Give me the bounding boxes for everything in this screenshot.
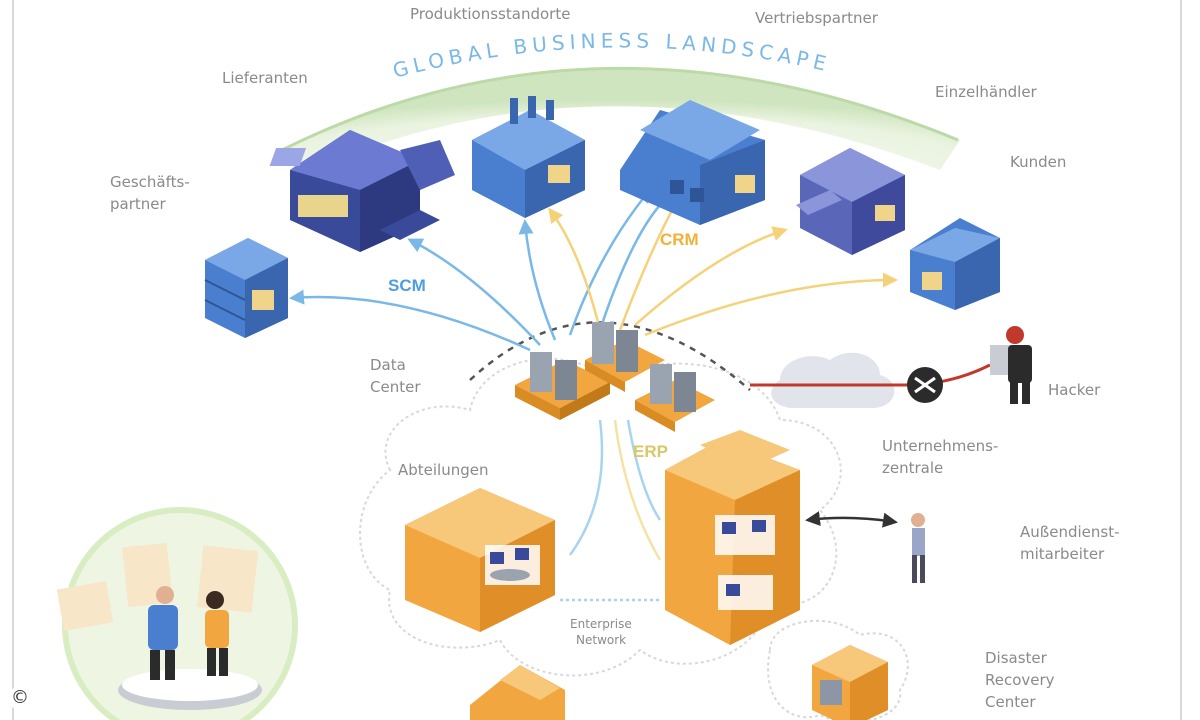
label-recovery-2: Recovery	[985, 671, 1055, 689]
label-abteilungen: Abteilungen	[398, 461, 489, 479]
recovery-cloud	[767, 619, 909, 720]
partner-building	[204, 238, 288, 338]
label-zentrale-2: zentrale	[882, 459, 944, 477]
hacker-line	[750, 363, 991, 387]
label-produktionsstandorte: Produktionsstandorte	[410, 5, 571, 23]
landscape-arc-edge	[281, 66, 959, 152]
retailer-building	[796, 148, 905, 255]
supplier-building	[269, 130, 455, 252]
tag-scm: SCM	[388, 276, 426, 295]
copyright-badge: ©	[8, 686, 32, 710]
production-building	[472, 96, 585, 218]
recovery-building	[812, 645, 888, 720]
label-kunden: Kunden	[1010, 153, 1067, 171]
label-network-1: Enterprise	[570, 617, 632, 631]
label-datacenter-1: Data	[370, 356, 406, 374]
label-recovery-1: Disaster	[985, 649, 1047, 667]
label-geschaeftspartner-1: Geschäfts-	[110, 173, 190, 191]
label-zentrale-1: Unternehmens-	[882, 437, 999, 455]
label-network-2: Network	[576, 633, 627, 647]
tag-crm: CRM	[660, 230, 699, 249]
branch-house	[470, 665, 565, 720]
landscape-arc	[280, 67, 960, 175]
label-aussendienst-2: mitarbeiter	[1020, 545, 1105, 563]
label-aussendienst-1: Außendienst-	[1020, 523, 1120, 541]
label-geschaeftspartner-2: partner	[110, 195, 166, 213]
meeting-circle	[56, 507, 298, 720]
field-worker-figure	[911, 513, 925, 583]
customer-building	[910, 218, 1000, 310]
headquarters-building	[665, 430, 800, 645]
label-vertriebspartner: Vertriebspartner	[755, 9, 878, 27]
label-datacenter-2: Center	[370, 378, 421, 396]
label-hacker: Hacker	[1048, 381, 1101, 399]
datacenter-servers	[515, 322, 715, 432]
tag-erp: ERP	[633, 442, 668, 461]
erp-flows	[560, 419, 662, 602]
scm-arrows	[289, 187, 661, 352]
hacker-cloud	[771, 352, 895, 408]
department-building	[405, 488, 555, 632]
distribution-building	[620, 100, 765, 225]
label-recovery-3: Center	[985, 693, 1036, 711]
label-lieferanten: Lieferanten	[222, 69, 308, 87]
datacenter-dome	[469, 321, 751, 391]
label-einzelhaendler: Einzelhändler	[935, 83, 1037, 101]
hacker-figure	[990, 326, 1032, 404]
field-link-arrow	[805, 511, 898, 528]
